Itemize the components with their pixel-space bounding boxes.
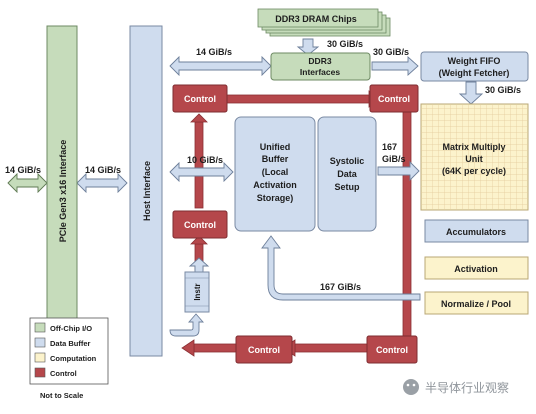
ub-line-4: Storage)	[257, 193, 294, 203]
systolic-line-2: Setup	[334, 182, 360, 192]
normalize-pool-block: Normalize / Pool	[424, 291, 529, 315]
weight-fifo-line1: Weight FIFO	[448, 56, 501, 66]
legend-swatch-offchip	[34, 322, 46, 333]
wechat-icon	[403, 379, 419, 395]
arrow-pcie-host	[76, 172, 128, 194]
control-label: Control	[184, 220, 216, 230]
arrow-host-instr	[169, 313, 204, 337]
instr-label: Instr	[193, 283, 202, 300]
weight-fifo-line2: (Weight Fetcher)	[439, 68, 510, 78]
bw-ddr3-chips: 30 GiB/s	[327, 39, 363, 49]
control-block-bottom-mid: Control	[235, 335, 293, 364]
unified-buffer-block: Unified Buffer (Local Activation Storage…	[234, 116, 316, 232]
legend-label: Data Buffer	[50, 339, 91, 348]
ddr3-interfaces-line2: Interfaces	[300, 67, 340, 77]
arrow-host-ddr3	[169, 55, 272, 77]
legend: Off-Chip I/O Data Buffer Computation Con…	[29, 317, 109, 385]
normalize-pool-label: Normalize / Pool	[441, 299, 511, 309]
control-block-mid-left: Control	[172, 210, 228, 239]
accumulators-block: Accumulators	[424, 219, 529, 243]
weight-fifo-block: Weight FIFO (Weight Fetcher)	[420, 51, 529, 82]
legend-label: Off-Chip I/O	[50, 324, 92, 333]
control-label: Control	[376, 345, 408, 355]
watermark-text: 半导体行业观察	[425, 381, 509, 395]
bw-fifo-mmu: 30 GiB/s	[485, 85, 521, 95]
ub-line-3: Activation	[253, 180, 297, 190]
mmu-line-0: Matrix Multiply	[442, 142, 505, 152]
control-block-top-right: Control	[369, 84, 419, 113]
bw-host-ub: 10 GiB/s	[187, 155, 223, 165]
legend-swatch-data-buffer	[34, 337, 46, 348]
ddr3-interfaces-line1: DDR3	[308, 56, 331, 66]
mmu-line-1: Unit	[465, 154, 483, 164]
arrow-ddr3-fifo	[371, 55, 419, 77]
systolic-line-0: Systolic	[330, 156, 365, 166]
ub-line-0: Unified	[260, 142, 291, 152]
ub-line-1: Buffer	[262, 154, 289, 164]
bw-systolic-mmu-2: GiB/s	[382, 154, 406, 164]
accumulators-label: Accumulators	[446, 227, 506, 237]
systolic-line-1: Data	[337, 169, 358, 179]
arrow-pool-ub	[261, 235, 421, 301]
host-interface-block: Host Interface	[129, 25, 163, 357]
bandwidth-labels: 14 GiB/s 14 GiB/s 14 GiB/s 30 GiB/s 30 G…	[5, 39, 521, 292]
activation-block: Activation	[424, 256, 529, 280]
ddr3-interfaces-block: DDR3 Interfaces	[270, 52, 371, 81]
data-arrows	[7, 38, 484, 273]
control-block-top-left: Control	[172, 84, 228, 113]
control-label: Control	[378, 94, 410, 104]
legend-swatch-control	[34, 367, 46, 378]
matrix-multiply-unit-block: Matrix Multiply Unit (64K per cycle)	[420, 103, 529, 211]
instr-buffer-block: Instr	[184, 271, 210, 313]
control-label: Control	[248, 345, 280, 355]
arrow-fifo-mmu	[458, 81, 484, 105]
ub-line-2: (Local	[262, 167, 289, 177]
systolic-data-setup-block: Systolic Data Setup	[317, 116, 377, 232]
legend-swatch-computation	[34, 352, 46, 363]
control-label: Control	[184, 94, 216, 104]
host-interface-label: Host Interface	[142, 161, 152, 221]
arrow-pcie-external	[7, 172, 48, 194]
arrow-systolic-mmu	[377, 160, 420, 182]
bw-host-ddr3: 14 GiB/s	[196, 47, 232, 57]
arrow-host-ub	[169, 161, 234, 183]
pcie-block: PCIe Gen3 x16 Interface	[46, 25, 78, 357]
activation-label: Activation	[454, 264, 498, 274]
bw-pcie-external: 14 GiB/s	[5, 165, 41, 175]
watermark: 半导体行业观察	[403, 379, 509, 395]
bw-systolic-mmu-1: 167	[382, 142, 397, 152]
legend-label: Computation	[50, 354, 97, 363]
arrow-instr-control	[188, 257, 210, 273]
control-block-bottom-right: Control	[366, 335, 418, 364]
bw-pcie-host: 14 GiB/s	[85, 165, 121, 175]
not-to-scale-note: Not to Scale	[40, 391, 83, 400]
pcie-label: PCIe Gen3 x16 Interface	[58, 140, 68, 243]
arrow-ddr3-chips	[296, 38, 320, 56]
ddr3-chips-block: DDR3 DRAM Chips	[257, 8, 391, 37]
bw-pool-ub: 167 GiB/s	[320, 282, 361, 292]
ddr3-chips-label: DDR3 DRAM Chips	[275, 14, 357, 24]
legend-label: Control	[50, 369, 77, 378]
mmu-line-2: (64K per cycle)	[442, 166, 506, 176]
bw-ddr3-fifo: 30 GiB/s	[373, 47, 409, 57]
